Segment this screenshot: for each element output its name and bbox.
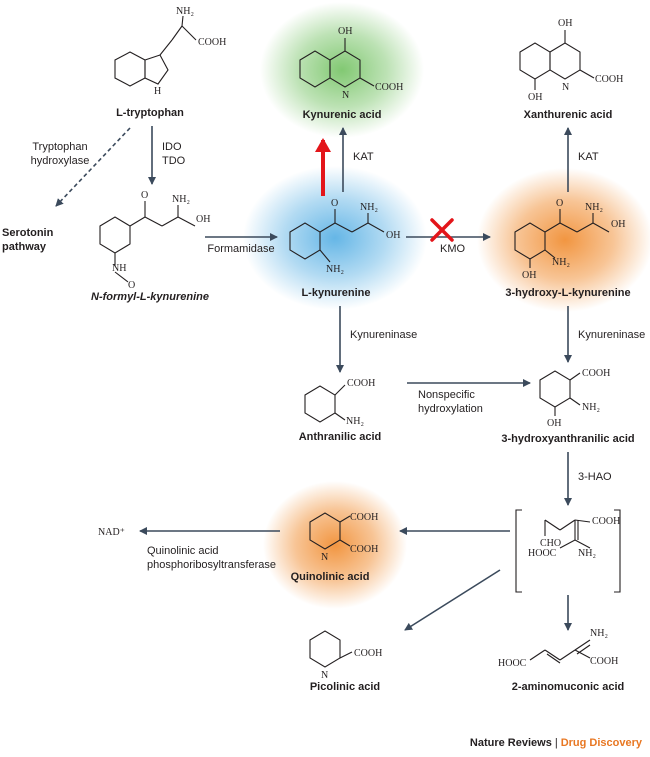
hydroxyanth-nh2: NH₂ xyxy=(582,402,600,413)
kat-right-label: KAT xyxy=(578,151,599,163)
nad-label: NAD⁺ xyxy=(98,527,125,538)
xanthurenic-label: Xanthurenic acid xyxy=(524,109,613,121)
to-picolinic-arrow xyxy=(404,569,501,631)
quinolinic-structure: COOH COOH N xyxy=(309,512,378,563)
quinolinic-cooh-1: COOH xyxy=(350,512,378,523)
kynurenic-structure: OH N COOH xyxy=(299,26,403,101)
kynurenic-oh: OH xyxy=(338,26,352,37)
publisher-name: Nature Reviews xyxy=(469,737,552,749)
kynurenine-o: O xyxy=(331,198,338,209)
kat-left-label: KAT xyxy=(353,151,374,163)
journal-name: Drug Discovery xyxy=(560,737,642,749)
nformyl-o2: O xyxy=(128,280,135,291)
aminomuconic-structure: NH₂ COOH HOOC xyxy=(498,628,618,669)
picolinic-cooh: COOH xyxy=(354,648,382,659)
kynurenine-ring-nh2: NH₂ xyxy=(326,264,344,275)
anthranilic-nh2: NH₂ xyxy=(346,416,364,427)
hydroxykyn-structure: O NH₂ OH OH NH₂ xyxy=(514,198,625,281)
kynurenic-label: Kynurenic acid xyxy=(303,109,382,121)
kmo-label: KMO xyxy=(440,243,466,255)
xanthurenic-oh: OH xyxy=(558,18,572,29)
nformyl-oh: OH xyxy=(196,214,210,225)
quinolinic-n: N xyxy=(321,552,328,563)
hydroxykyn-ring-nh2: NH₂ xyxy=(552,257,570,268)
formamidase-label: Formamidase xyxy=(207,243,274,255)
anthranilic-cooh: COOH xyxy=(347,378,375,389)
nformyl-o: O xyxy=(141,190,148,201)
picolinic-structure: COOH N xyxy=(309,630,382,681)
aminomuconic-nh2: NH₂ xyxy=(590,628,608,639)
nformyl-nh2: NH₂ xyxy=(172,194,190,205)
hydroxykyn-nh2: NH₂ xyxy=(585,202,603,213)
xanthurenic-n: N xyxy=(562,82,569,93)
nformyl-nh: NH xyxy=(112,263,126,274)
tryptophan-nh: H xyxy=(154,86,161,97)
intermediate-cho: CHO xyxy=(540,538,561,549)
kynureninase-right-label: Kynureninase xyxy=(578,329,645,341)
quinolinic-acid-glow xyxy=(263,481,407,609)
intermediate-nh2: NH₂ xyxy=(578,548,596,559)
trp-hydroxylase-label-1: Tryptophan xyxy=(32,141,87,153)
tryptophan-cooh: COOH xyxy=(198,37,226,48)
kynurenic-n: N xyxy=(342,90,349,101)
ido-label: IDO xyxy=(162,141,182,153)
quinolinic-label: Quinolinic acid xyxy=(291,571,370,583)
kmo-inhibition-x xyxy=(430,218,454,242)
hydroxyanth-oh: OH xyxy=(547,418,561,429)
qprt-label-2: phosphoribosyltransferase xyxy=(147,559,276,571)
tryptophan-nh2: NH₂ xyxy=(176,6,194,17)
kynurenine-oh: OH xyxy=(386,230,400,241)
nformyl-label: N-formyl-L-kynurenine xyxy=(91,291,209,303)
intermediate-hooc: HOOC xyxy=(528,548,557,559)
kynurenine-nh2: NH₂ xyxy=(360,202,378,213)
quinolinic-cooh-2: COOH xyxy=(350,544,378,555)
trp-hydroxylase-label-2: hydroxylase xyxy=(31,155,90,167)
hydroxykyn-oh: OH xyxy=(611,219,625,230)
hydroxyanth-structure: COOH NH₂ OH xyxy=(539,368,610,429)
serotonin-label-1: Serotonin xyxy=(2,227,54,239)
picolinic-label: Picolinic acid xyxy=(310,681,380,693)
xanthurenic-structure: OH N COOH OH xyxy=(519,18,623,103)
tryptophan-structure: NH₂ COOH H xyxy=(114,6,226,97)
hydroxyanth-cooh: COOH xyxy=(582,368,610,379)
hydroxyanth-label: 3-hydroxyanthranilic acid xyxy=(501,433,634,445)
kynurenine-glow xyxy=(243,166,427,310)
kynureninase-left-label: Kynureninase xyxy=(350,329,417,341)
xanthurenic-ring-oh: OH xyxy=(528,92,542,103)
credit-line: Nature Reviews|Drug Discovery xyxy=(470,737,642,749)
tdo-label: TDO xyxy=(162,155,186,167)
serotonin-label-2: pathway xyxy=(2,241,47,253)
tryptophan-label: L-tryptophan xyxy=(116,107,184,119)
aminomuconic-cooh: COOH xyxy=(590,656,618,667)
hydroxykyn-o: O xyxy=(556,198,563,209)
hao-label: 3-HAO xyxy=(578,471,612,483)
kynurenine-label: L-kynurenine xyxy=(301,287,370,299)
qprt-label-1: Quinolinic acid xyxy=(147,545,219,557)
nonspecific-label-1: Nonspecific xyxy=(418,389,475,401)
serotonin-arrow xyxy=(55,127,131,207)
hydroxykyn-label: 3-hydroxy-L-kynurenine xyxy=(505,287,630,299)
aminomuconic-label: 2-aminomuconic acid xyxy=(512,681,624,693)
xanthurenic-cooh: COOH xyxy=(595,74,623,85)
credit-separator: | xyxy=(554,737,558,749)
kynurenic-acid-glow xyxy=(260,2,424,138)
intermediate-cooh: COOH xyxy=(592,516,620,527)
hydroxykyn-ring-oh: OH xyxy=(522,270,536,281)
picolinic-n: N xyxy=(321,670,328,681)
aminomuconic-hooc: HOOC xyxy=(498,658,527,669)
nformyl-structure: O NH₂ OH NH O xyxy=(99,190,210,291)
anthranilic-structure: COOH NH₂ xyxy=(304,378,375,427)
kynurenine-structure: O NH₂ OH NH₂ xyxy=(289,198,400,275)
intermediate-structure: COOH CHO HOOC NH₂ xyxy=(515,509,621,593)
kynurenic-cooh: COOH xyxy=(375,82,403,93)
anthranilic-label: Anthranilic acid xyxy=(299,431,382,443)
hydroxykynurenine-glow xyxy=(477,168,650,312)
nonspecific-label-2: hydroxylation xyxy=(418,403,483,415)
